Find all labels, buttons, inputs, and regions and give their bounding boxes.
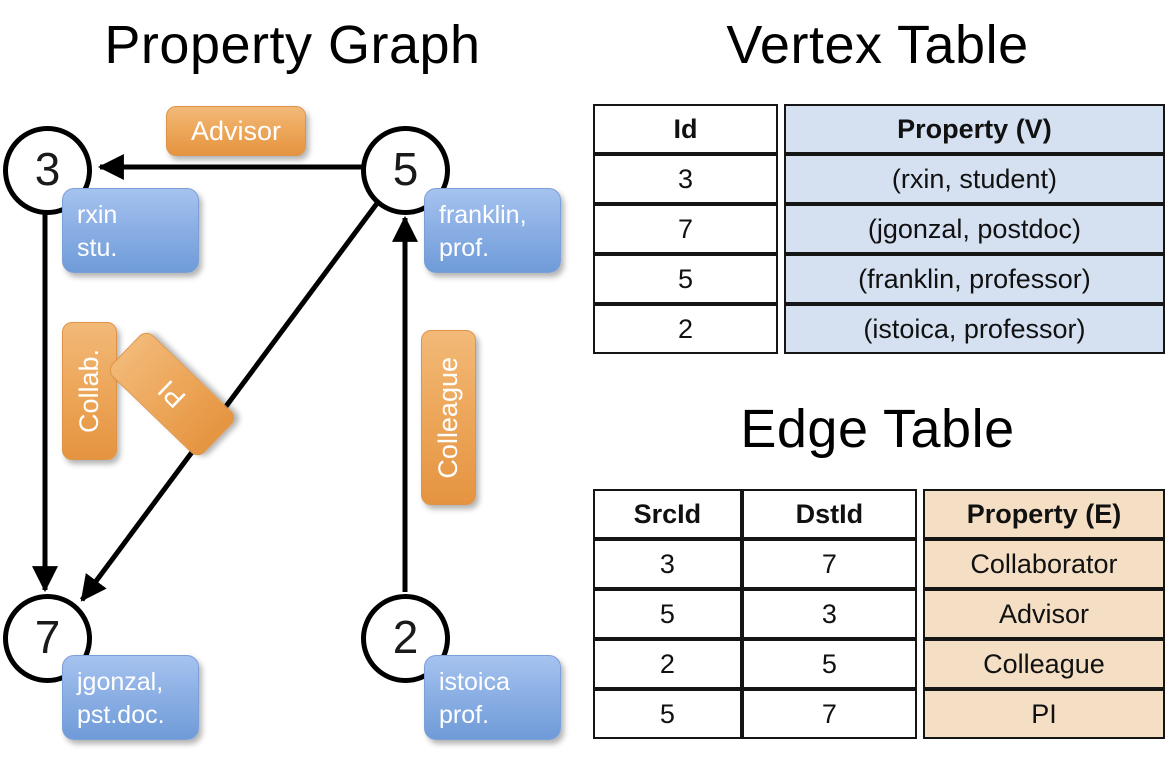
vertex-table-header-id: Id [593,104,778,154]
graph-node-2-label: 2 [392,610,419,663]
edge-row-3-gap [917,689,923,739]
edge-row-0-property: Collaborator [922,539,1165,589]
table-row: 2 5 Colleague [593,639,1165,689]
edge-row-3-src: 5 [593,689,742,739]
vertex-row-2-gap [777,254,784,304]
vertex-table-header-row: Id Property (V) [593,104,1165,154]
graph-node-5-label: 5 [392,142,419,195]
edge-label-pi-text: PI [152,374,192,415]
edge-row-3-dst: 7 [741,689,918,739]
vertex-row-1-gap [777,204,784,254]
edge-label-advisor: Advisor [166,106,306,156]
edge-pi-5-to-7 [79,200,381,602]
vertex-row-2-property: (franklin, professor) [783,254,1165,304]
vertex-row-1-id: 7 [593,204,778,254]
edge-row-1-gap [917,589,923,639]
edge-table: SrcId DstId Property (E) 3 7 Collaborato… [593,489,1165,739]
graph-node-7-label: 7 [34,610,61,663]
edge-label-colleague-text: Colleague [433,356,463,479]
table-row: 5 3 Advisor [593,589,1165,639]
vertex-row-0-property: (rxin, student) [783,154,1165,204]
edge-table-header-dstid: DstId [741,489,918,539]
vertex-table: Id Property (V) 3 (rxin, student) 7 (jgo… [593,104,1165,354]
vertex-callout-7-line1: jgonzal, [77,668,164,696]
edge-table-column-gap [917,489,923,539]
table-row: 3 (rxin, student) [593,154,1165,204]
graph-node-2[interactable]: 2 [361,594,450,683]
vertex-row-3-gap [777,304,784,354]
vertex-callout-7-line2: pst.doc. [77,701,165,729]
edge-table-header-srcid: SrcId [593,489,742,539]
vertex-row-0-id: 3 [593,154,778,204]
edge-row-1-src: 5 [593,589,742,639]
vertex-callout-5-line2: prof. [439,234,490,262]
graph-node-5[interactable]: 5 [361,126,450,215]
property-graph-diagram: 3 5 7 2 rxin stu. franklin, prof. jgonza… [3,106,561,740]
vertex-row-0-gap [777,154,784,204]
page-title-vertex-table: Vertex Table [726,15,1029,75]
vertex-callout-3-line2: stu. [77,234,118,262]
page-title-property-graph: Property Graph [104,15,481,75]
edge-table-header-property: Property (E) [922,489,1165,539]
edge-row-2-dst: 5 [741,639,918,689]
edge-label-collaborator: Collab. [62,322,117,460]
vertex-row-2-id: 5 [593,254,778,304]
vertex-callout-2-line2: prof. [439,701,490,729]
edge-label-collaborator-text: Collab. [74,348,104,434]
vertex-callout-2-line1: istoica [439,668,510,696]
edge-row-3-property: PI [922,689,1165,739]
vertex-callout-3-line1: rxin [77,201,118,229]
table-row: 7 (jgonzal, postdoc) [593,204,1165,254]
edge-row-2-property: Colleague [922,639,1165,689]
edge-row-0-src: 3 [593,539,742,589]
edge-row-0-dst: 7 [741,539,918,589]
edge-label-colleague: Colleague [421,330,476,505]
edge-row-2-src: 2 [593,639,742,689]
edge-label-advisor-text: Advisor [190,115,282,146]
table-row: 5 (franklin, professor) [593,254,1165,304]
vertex-table-header-property: Property (V) [783,104,1165,154]
vertex-table-column-gap [777,104,784,154]
vertex-callout-5: franklin, prof. [424,188,561,273]
vertex-callout-2: istoica prof. [424,655,561,740]
edge-row-1-property: Advisor [922,589,1165,639]
vertex-row-1-property: (jgonzal, postdoc) [783,204,1165,254]
vertex-row-3-property: (istoica, professor) [783,304,1165,354]
table-row: 3 7 Collaborator [593,539,1165,589]
table-row: 5 7 PI [593,689,1165,739]
edge-row-0-gap [917,539,923,589]
table-row: 2 (istoica, professor) [593,304,1165,354]
graph-node-3-label: 3 [34,142,61,195]
vertex-row-3-id: 2 [593,304,778,354]
vertex-callout-7: jgonzal, pst.doc. [62,655,199,740]
graph-edges-layer [32,154,418,602]
edge-row-1-dst: 3 [741,589,918,639]
edge-table-header-row: SrcId DstId Property (E) [593,489,1165,539]
page-title-edge-table: Edge Table [740,399,1015,459]
edge-row-2-gap [917,639,923,689]
vertex-callout-5-line1: franklin, [439,201,527,229]
vertex-callout-3: rxin stu. [62,188,199,273]
